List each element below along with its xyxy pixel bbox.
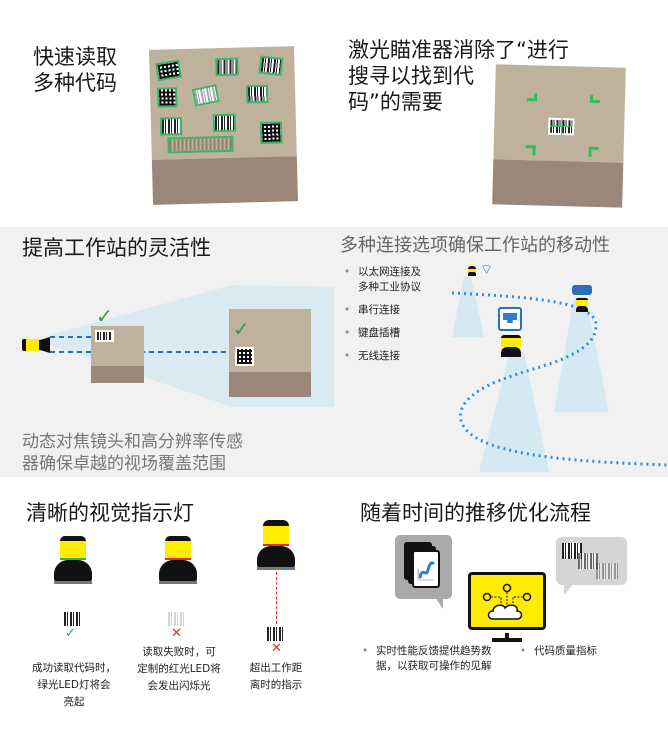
list-item: 串行连接 (344, 303, 421, 318)
reader-fail (159, 536, 197, 584)
chart-document-icon (412, 550, 440, 588)
faded-barcode-icon (168, 612, 186, 626)
package-box (148, 46, 299, 205)
datamatrix-label (156, 87, 178, 108)
check-icon: ✓ (96, 304, 113, 328)
range-line (276, 572, 277, 624)
aim-corner-icon (525, 145, 536, 156)
title-line3: 码”的需要 (348, 90, 443, 114)
monitor-base (492, 638, 522, 642)
barcode-label (212, 113, 237, 133)
caption-out-of-range: 超出工作距 离时的指示 (249, 662, 303, 691)
long-barcode-label (167, 135, 234, 154)
panel-flexibility: 提高工作站的灵活性 ✓ ✓ 动态对焦镜头和高分辨率传感 器确保卓越的视场覆盖范围 (0, 227, 334, 477)
cross-icon: ✕ (171, 626, 182, 641)
wifi-icon: ⌔ (480, 262, 494, 278)
panel-title: 清晰的视觉指示灯 (26, 501, 194, 525)
barcode-label (245, 84, 269, 104)
list-item: 无线连接 (344, 349, 421, 364)
subtitle-line1: 动态对焦镜头和高分辨率传感 (22, 432, 243, 452)
serial-reader-icon (576, 298, 588, 312)
barcode-label (215, 57, 239, 77)
large-package-box (229, 309, 311, 397)
optimize-list-2: 代码质量指标 (520, 644, 597, 667)
datamatrix-label (259, 121, 283, 145)
title-line1: 快速读取 (33, 45, 117, 69)
list-item: 键盘插槽 (344, 326, 421, 341)
list-item: 代码质量指标 (520, 644, 597, 659)
panel-laser-aim: 激光瞄准器消除了“进行 搜寻以找到代 码”的需要 (334, 0, 668, 220)
panel-read-multiple: 快速读取 多种代码 (0, 0, 334, 220)
barcode-label (159, 117, 183, 136)
check-icon: ✓ (65, 626, 76, 641)
package-box (492, 64, 626, 208)
title-line2: 多种代码 (33, 71, 117, 95)
wireless-reader-icon (468, 266, 476, 276)
connectivity-diagram (451, 277, 668, 472)
caption-success: 成功读取代码时， 绿光LED灯将会 亮起 (32, 662, 116, 708)
reader-success (54, 536, 92, 584)
panel-title: 提高工作站的灵活性 (22, 236, 211, 260)
monitor-cloud-icon (468, 572, 546, 630)
monitor-stand (505, 633, 509, 640)
caption-fail: 读取失败时，可 定制的红光LED将 会发出闪烁光 (137, 646, 221, 692)
aim-corner-icon (526, 93, 538, 102)
ethernet-reader-icon (501, 335, 521, 357)
reader-out-of-range (257, 520, 295, 572)
barcode-label (258, 55, 284, 76)
check-icon: ✓ (233, 317, 250, 341)
subtitle-line2: 器确保卓越的视场覆盖范围 (22, 454, 226, 474)
aim-corner-icon (588, 146, 599, 158)
panel-indicators: 清晰的视觉指示灯 ✓ 成功读取代码时， 绿光LED灯将会 亮起 ✕ 读取失败时，… (0, 484, 334, 730)
serial-port-icon (572, 285, 592, 295)
ethernet-port-icon (498, 307, 522, 331)
cross-icon: ✕ (271, 641, 282, 656)
panel-title: 多种连接选项确保工作站的移动性 (340, 235, 610, 256)
barcode-icon (267, 627, 285, 641)
barcode-icon (64, 612, 82, 626)
aim-corner-icon (589, 94, 601, 104)
title-line2: 搜寻以找到代 (348, 64, 474, 88)
target-barcode (548, 117, 575, 136)
small-package-box (91, 326, 144, 383)
title-line1: 激光瞄准器消除了“进行 (348, 38, 569, 62)
panel-title: 随着时间的推移优化流程 (360, 501, 591, 525)
code-quality-bubble (556, 537, 627, 595)
reader-device-icon (22, 337, 50, 353)
reports-bubble (395, 535, 452, 609)
